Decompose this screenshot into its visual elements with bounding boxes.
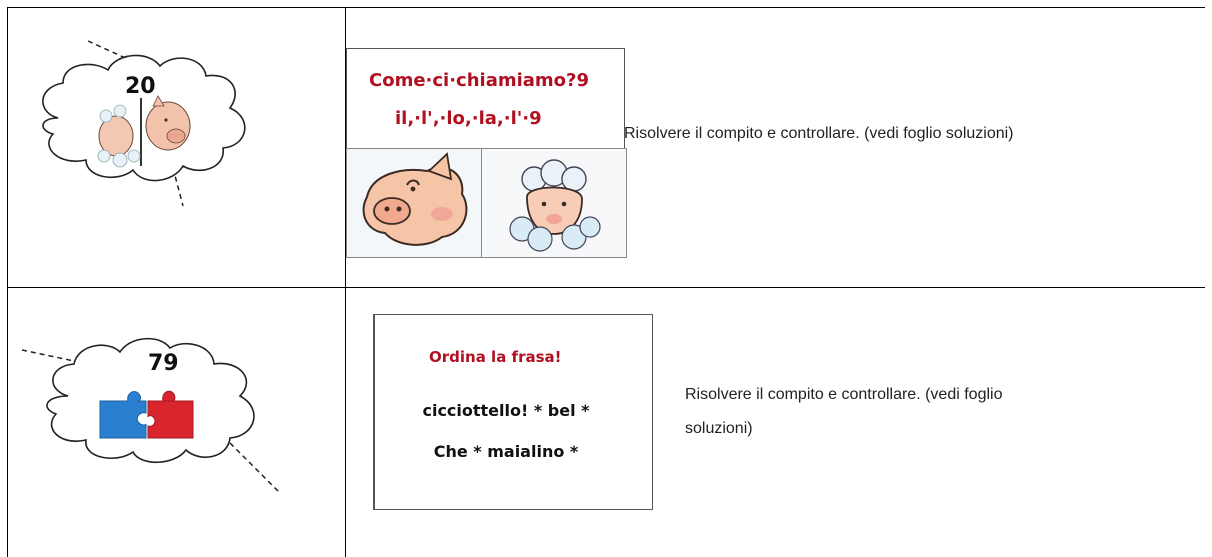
sheep-icon bbox=[509, 159, 601, 252]
task-card: Come·ci·chiamiamo?9 il,·l',·lo,·la,·l'·9 bbox=[346, 48, 625, 151]
pig-icon bbox=[362, 152, 468, 246]
card-title: Ordina la frasa! bbox=[429, 348, 562, 366]
row-2-task-cell: Ordina la frasa! cicciottello! * bel * C… bbox=[346, 288, 1204, 557]
card-subtitle: il,·l',·lo,·la,·l'·9 bbox=[395, 108, 542, 129]
phrase-line-1: cicciottello! * bel * bbox=[422, 401, 590, 420]
sheep-icon bbox=[97, 104, 141, 168]
puzzle-icon bbox=[99, 390, 194, 439]
task-instruction-line-1: Risolvere il compito e controllare. (ved… bbox=[685, 386, 1003, 403]
task-number-badge: 79 bbox=[148, 351, 179, 376]
table-border-top bbox=[7, 7, 1205, 8]
row-1-task-cell: Come·ci·chiamiamo?9 il,·l',·lo,·la,·l'·9 bbox=[346, 8, 1204, 287]
cloud-icon bbox=[21, 337, 281, 494]
phrase-line-2: Che * maialino * bbox=[433, 442, 579, 461]
card-title: Come·ci·chiamiamo?9 bbox=[369, 70, 590, 91]
pig-picture bbox=[346, 148, 483, 258]
task-card: Ordina la frasa! cicciottello! * bel * C… bbox=[373, 314, 653, 510]
task-instruction: Risolvere il compito e controllare. (ved… bbox=[624, 125, 1014, 142]
column-divider bbox=[345, 7, 346, 557]
row-2-icon-cell: 79 bbox=[8, 288, 345, 557]
sheep-picture bbox=[481, 148, 627, 258]
row-divider bbox=[7, 287, 1205, 288]
pig-icon bbox=[145, 95, 191, 151]
task-number-badge: 20 bbox=[125, 74, 156, 99]
row-1-icon-cell: 20 bbox=[8, 8, 345, 287]
cloud-icon bbox=[42, 40, 246, 207]
table-border-left bbox=[7, 7, 8, 557]
task-instruction-line-2: soluzioni) bbox=[685, 420, 753, 437]
